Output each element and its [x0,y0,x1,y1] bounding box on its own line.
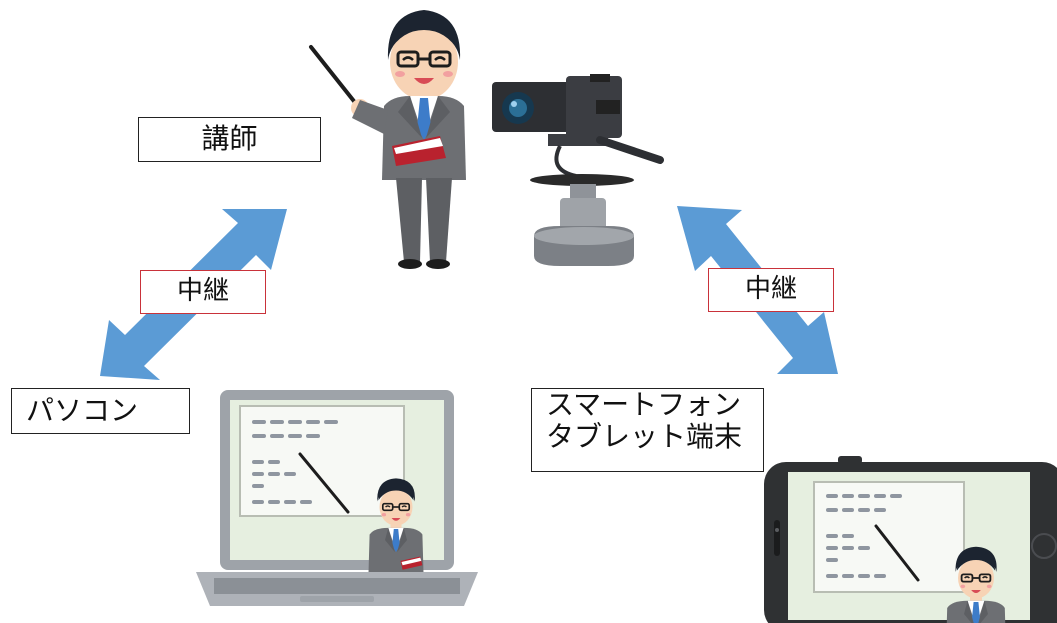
teacher-icon [309,10,466,269]
pc-label-text: パソコン [26,393,139,427]
relay-label-left-text: 中継 [176,276,229,307]
teacher-label: 講師 [138,117,321,162]
pc-label: パソコン [11,388,190,434]
mobile-label-line1: スマートフォン [546,388,742,421]
relay-label-right: 中継 [708,268,834,312]
relay-label-right-text: 中継 [744,274,797,305]
tv-camera-icon [492,74,664,266]
mobile-label-line2: タブレット端末 [546,420,743,454]
laptop-icon [196,390,478,606]
smartphone-icon [764,456,1057,623]
teacher-label-text: 講師 [201,122,258,156]
relay-label-left: 中継 [140,270,266,314]
mobile-label: スマートフォン タブレット端末 [531,388,764,472]
